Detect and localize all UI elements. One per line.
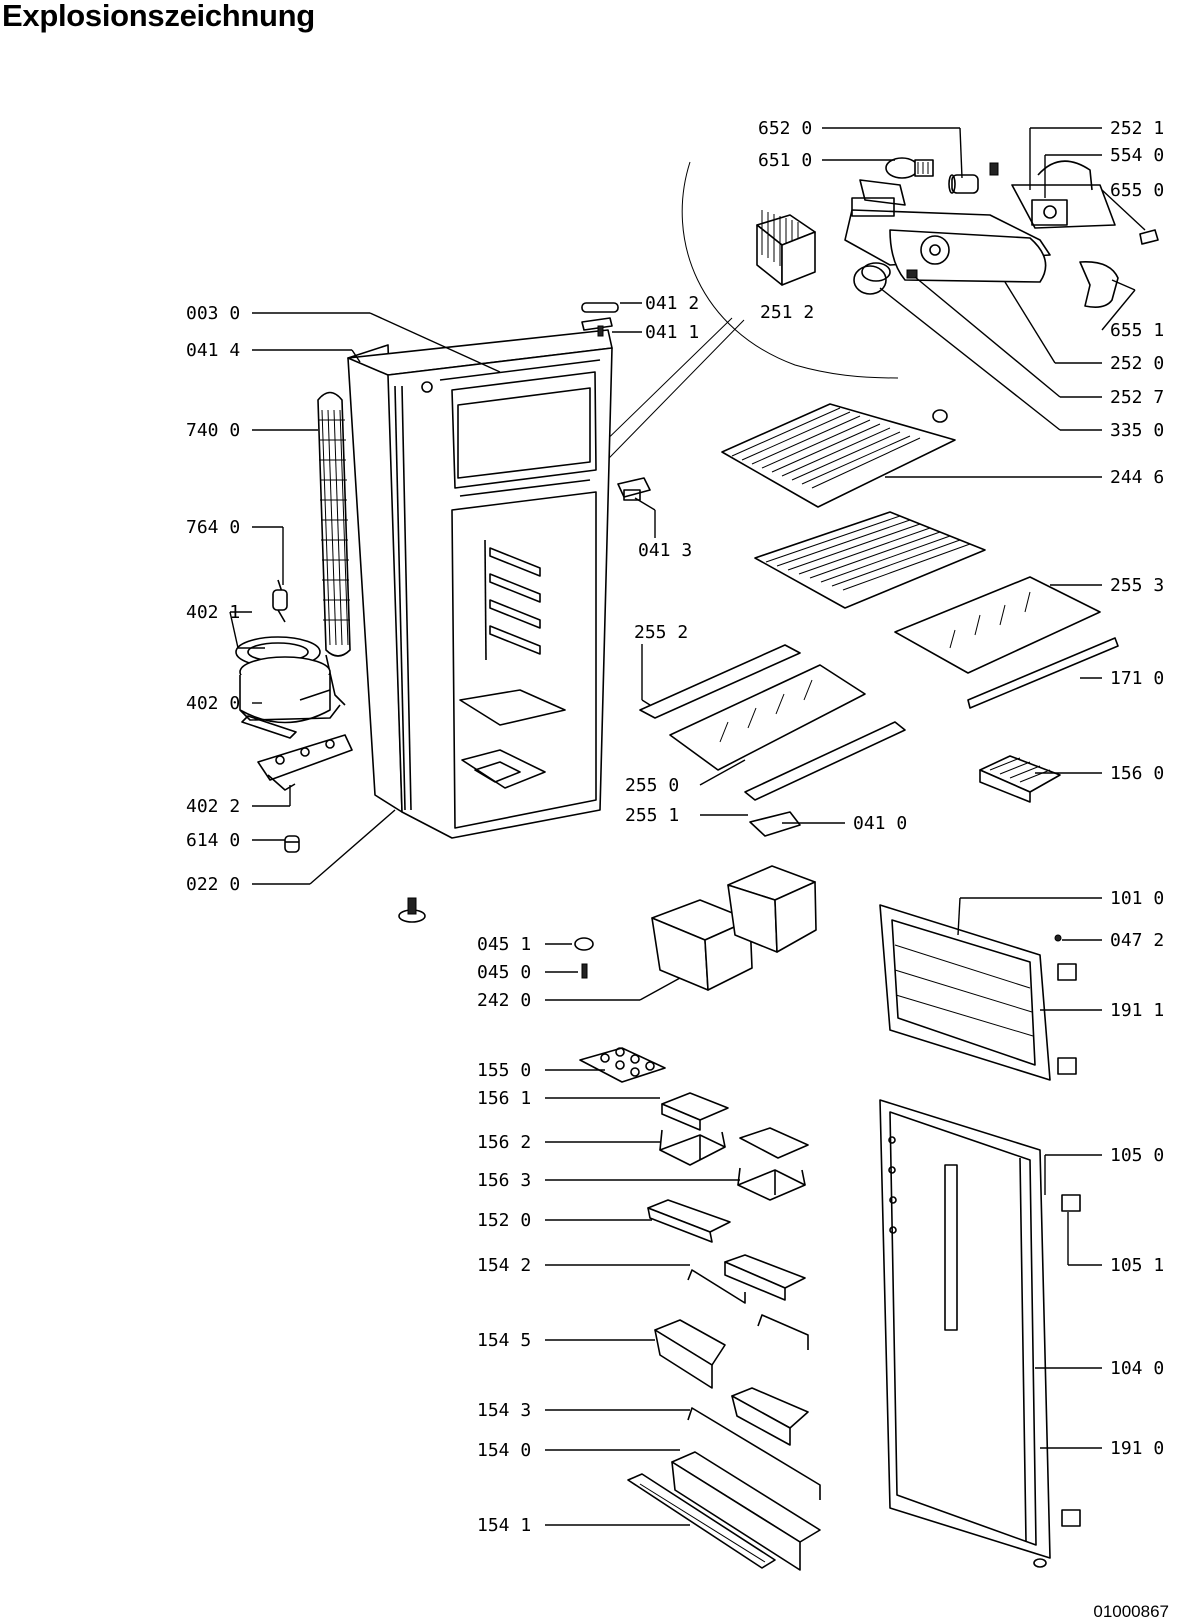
compressor-mounting-rail — [257, 734, 353, 791]
label-191-0: 191 0 — [1110, 1438, 1164, 1459]
label-156-3: 156 3 — [477, 1170, 531, 1191]
label-155-0: 155 0 — [477, 1060, 531, 1081]
label-154-5: 154 5 — [477, 1330, 531, 1351]
hinge-cover-top — [581, 302, 619, 337]
label-554-0: 554 0 — [1110, 145, 1164, 166]
bottle-shelf — [654, 1319, 809, 1446]
label-652-0: 652 0 — [758, 118, 812, 139]
label-041-3: 041 3 — [638, 540, 692, 561]
shelf-support-bracket — [749, 811, 801, 837]
cabinet-body — [347, 329, 613, 839]
label-244-6: 244 6 — [1110, 467, 1164, 488]
label-154-0: 154 0 — [477, 1440, 531, 1461]
document-number: 01000867 — [1093, 1602, 1169, 1621]
label-655-1: 655 1 — [1110, 320, 1164, 341]
starting-relay — [272, 579, 288, 623]
compressor — [235, 636, 341, 739]
label-041-0: 041 0 — [853, 813, 907, 834]
door-shelf-small — [647, 1199, 731, 1243]
rubber-grommet — [284, 835, 300, 853]
label-255-0: 255 0 — [625, 775, 679, 796]
ice-cube-tray — [979, 755, 1061, 803]
label-104-0: 104 0 — [1110, 1358, 1164, 1379]
door-shelf-large — [671, 1451, 821, 1571]
label-047-2: 047 2 — [1110, 930, 1164, 951]
label-251-2: 251 2 — [760, 302, 814, 323]
label-045-0: 045 0 — [477, 962, 531, 983]
glass-shelf-left — [639, 644, 906, 801]
label-191-1: 191 1 — [1110, 1000, 1164, 1021]
thermostat-switch — [1011, 160, 1116, 229]
label-154-3: 154 3 — [477, 1400, 531, 1421]
fridge-door — [879, 1099, 1081, 1568]
butter-compartment — [659, 1092, 809, 1201]
label-022-0: 022 0 — [186, 874, 240, 895]
label-105-0: 105 0 — [1110, 1145, 1164, 1166]
label-255-2: 255 2 — [634, 622, 688, 643]
leader-lines — [229, 127, 1146, 1526]
door-shelf-medium — [724, 1254, 806, 1301]
label-003-0: 003 0 — [186, 303, 240, 324]
wire-shelf-upper — [721, 403, 956, 508]
lamp-cover — [1079, 261, 1119, 308]
thermostat-housing — [844, 179, 1051, 283]
label-252-7: 252 7 — [1110, 387, 1164, 408]
detail-callout-arc — [681, 161, 899, 379]
label-402-2: 402 2 — [186, 796, 240, 817]
door-screw — [1054, 934, 1062, 942]
label-252-1: 252 1 — [1110, 118, 1164, 139]
label-154-2: 154 2 — [477, 1255, 531, 1276]
crisper-drawer-pair — [651, 865, 817, 991]
wire-shelf-lower — [754, 511, 986, 609]
label-154-1: 154 1 — [477, 1515, 531, 1536]
screw — [581, 963, 588, 979]
bottle-retainer-wire-lower — [687, 1407, 821, 1500]
label-045-1: 045 1 — [477, 934, 531, 955]
knob-spring — [906, 269, 918, 279]
label-402-0: 402 0 — [186, 693, 240, 714]
label-041-4: 041 4 — [186, 340, 240, 361]
label-101-0: 101 0 — [1110, 888, 1164, 909]
shelf-trim-strip — [967, 637, 1119, 709]
condenser-coil — [317, 391, 351, 706]
label-156-1: 156 1 — [477, 1088, 531, 1109]
label-252-0: 252 0 — [1110, 353, 1164, 374]
thermostat-clip — [1139, 229, 1159, 245]
screw-cap — [574, 937, 594, 951]
egg-tray — [579, 1047, 666, 1083]
page-title: Explosionszeichnung — [2, 0, 315, 33]
label-614-0: 614 0 — [186, 830, 240, 851]
label-655-0: 655 0 — [1110, 180, 1164, 201]
label-402-1: 402 1 — [186, 602, 240, 623]
label-156-2: 156 2 — [477, 1132, 531, 1153]
label-255-3: 255 3 — [1110, 575, 1164, 596]
label-041-1: 041 1 — [645, 322, 699, 343]
label-651-0: 651 0 — [758, 150, 812, 171]
label-152-0: 152 0 — [477, 1210, 531, 1231]
label-041-2: 041 2 — [645, 293, 699, 314]
lamp-socket — [948, 162, 999, 194]
label-335-0: 335 0 — [1110, 420, 1164, 441]
glass-shelf-right — [894, 576, 1101, 674]
label-740-0: 740 0 — [186, 420, 240, 441]
label-171-0: 171 0 — [1110, 668, 1164, 689]
adjustable-foot — [398, 897, 426, 923]
bottle-retainer-wire — [687, 1269, 809, 1350]
shelf-front-grille — [627, 1473, 776, 1569]
label-105-1: 105 1 — [1110, 1255, 1164, 1276]
label-255-1: 255 1 — [625, 805, 679, 826]
thermostat-knob — [853, 262, 891, 295]
evaporator-plate — [756, 210, 816, 286]
label-156-0: 156 0 — [1110, 763, 1164, 784]
lamp-bulb — [885, 157, 934, 179]
middle-hinge — [617, 477, 651, 501]
label-764-0: 764 0 — [186, 517, 240, 538]
freezer-door — [879, 904, 1077, 1081]
part-number-labels: 652 0 651 0 252 1 554 0 655 0 251 2 655 … — [186, 118, 1164, 1536]
label-242-0: 242 0 — [477, 990, 531, 1011]
